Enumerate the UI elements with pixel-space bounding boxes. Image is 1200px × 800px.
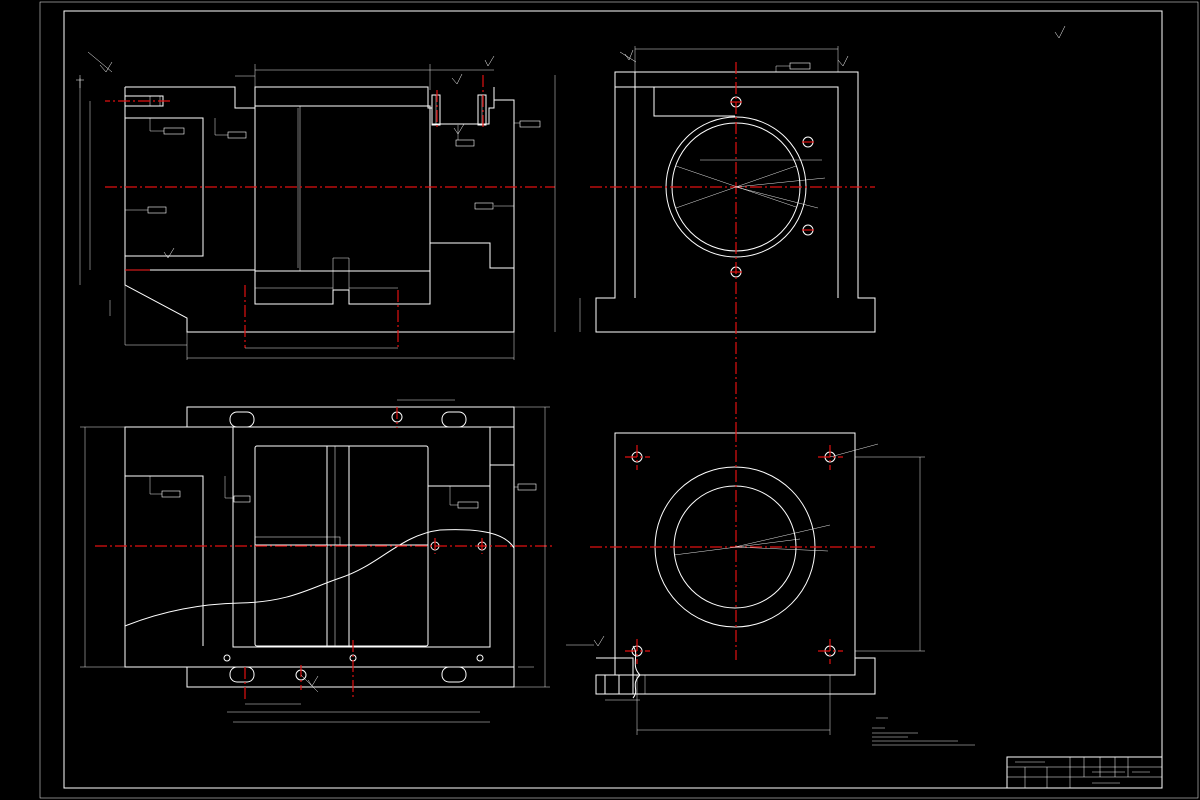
roughness-symbol (1054, 25, 1066, 39)
side-view (579, 46, 876, 430)
bottom-view (566, 430, 925, 735)
sheet-outer-border (39, 1, 1199, 799)
front-section-view (76, 51, 556, 360)
technical-notes (872, 717, 975, 746)
title-block (1006, 756, 1163, 789)
top-section-view (80, 399, 555, 723)
sheet-inner-border (63, 10, 1163, 789)
